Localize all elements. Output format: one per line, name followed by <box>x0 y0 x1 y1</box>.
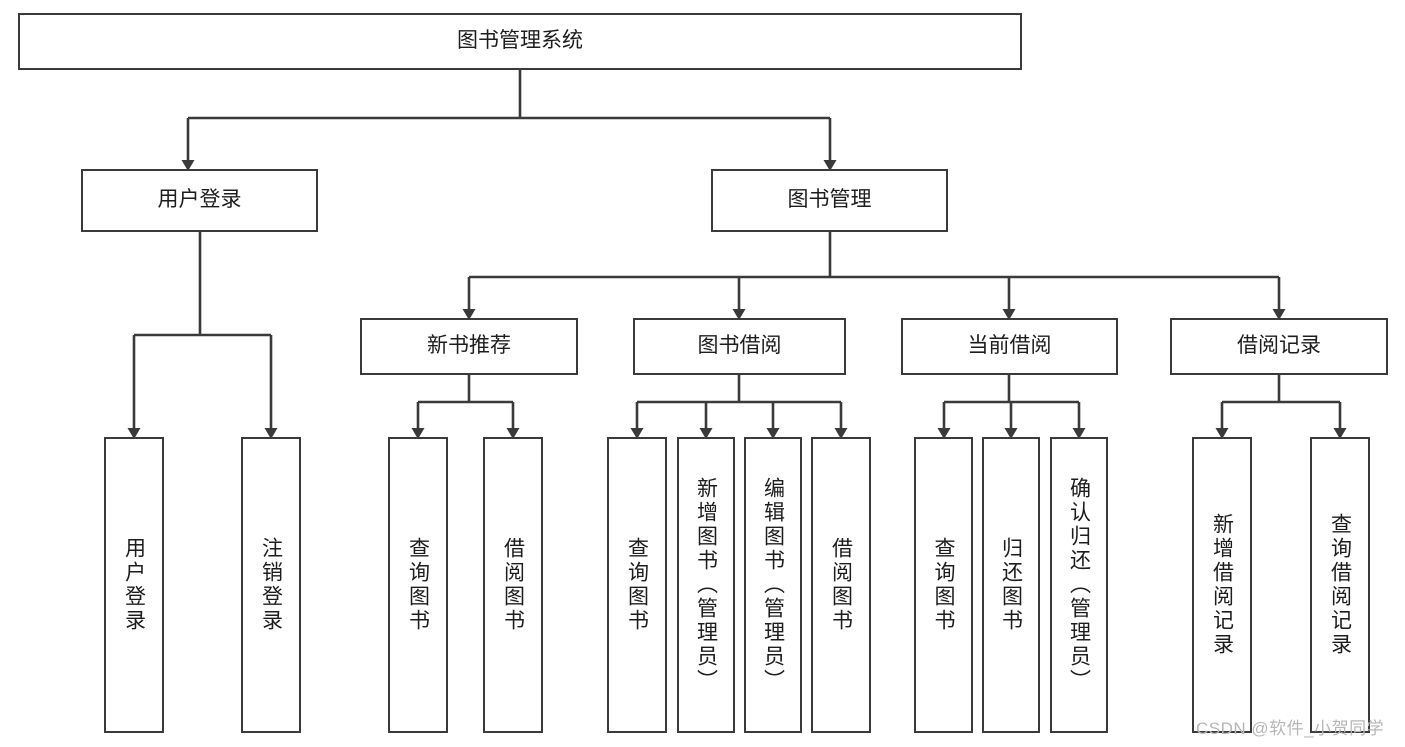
leaf-book-borrow-borrow-book[interactable]: 借阅图书 <box>811 437 871 733</box>
node-label: 查询图书 <box>625 537 649 633</box>
node-label: 图书借阅 <box>697 334 782 358</box>
node-label: 查询图书 <box>406 537 430 633</box>
node-current-borrow[interactable]: 当前借阅 <box>901 318 1118 375</box>
leaf-current-borrow-confirm-return-admin[interactable]: 确认归还（管理员） <box>1050 437 1108 733</box>
node-new-book-recommend[interactable]: 新书推荐 <box>360 318 578 375</box>
leaf-current-borrow-return-book[interactable]: 归还图书 <box>982 437 1040 733</box>
leaf-new-book-borrow-book[interactable]: 借阅图书 <box>483 437 543 733</box>
leaf-user-login-logout[interactable]: 注销登录 <box>241 437 301 733</box>
node-label: 借阅图书 <box>501 537 525 633</box>
leaf-borrow-record-add-record[interactable]: 新增借阅记录 <box>1192 437 1252 733</box>
node-label: 当前借阅 <box>967 334 1052 358</box>
leaf-current-borrow-query-book[interactable]: 查询图书 <box>914 437 973 733</box>
node-label: 图书管理 <box>787 188 872 212</box>
node-book-management[interactable]: 图书管理 <box>711 169 948 232</box>
node-label: 编辑图书（管理员） <box>761 477 785 693</box>
node-label: 新增图书（管理员） <box>694 477 718 693</box>
node-label: 归还图书 <box>999 537 1023 633</box>
node-user-login[interactable]: 用户登录 <box>81 169 318 232</box>
node-label: 确认归还（管理员） <box>1067 477 1091 693</box>
node-label: 注销登录 <box>259 537 283 633</box>
node-label: 新书推荐 <box>427 334 511 358</box>
node-label: 查询图书 <box>932 537 955 633</box>
leaf-book-borrow-query-book[interactable]: 查询图书 <box>607 437 667 733</box>
node-root-book-management-system[interactable]: 图书管理系统 <box>18 13 1022 70</box>
node-book-borrow[interactable]: 图书借阅 <box>633 318 846 375</box>
node-label: 新增借阅记录 <box>1210 513 1234 657</box>
node-label: 用户登录 <box>157 188 242 212</box>
leaf-borrow-record-query-record[interactable]: 查询借阅记录 <box>1310 437 1370 733</box>
node-borrow-record[interactable]: 借阅记录 <box>1170 318 1388 375</box>
node-label: 用户登录 <box>122 537 146 633</box>
node-label: 查询借阅记录 <box>1328 513 1352 657</box>
node-label: 图书管理系统 <box>457 29 583 53</box>
node-label: 借阅图书 <box>829 537 853 633</box>
node-label: 借阅记录 <box>1237 334 1321 358</box>
watermark-text: CSDN @软件_小贺同学 <box>1196 719 1385 738</box>
leaf-book-borrow-edit-book-admin[interactable]: 编辑图书（管理员） <box>744 437 802 733</box>
leaf-user-login-login[interactable]: 用户登录 <box>104 437 164 733</box>
leaf-book-borrow-add-book-admin[interactable]: 新增图书（管理员） <box>677 437 735 733</box>
leaf-new-book-query-book[interactable]: 查询图书 <box>388 437 448 733</box>
